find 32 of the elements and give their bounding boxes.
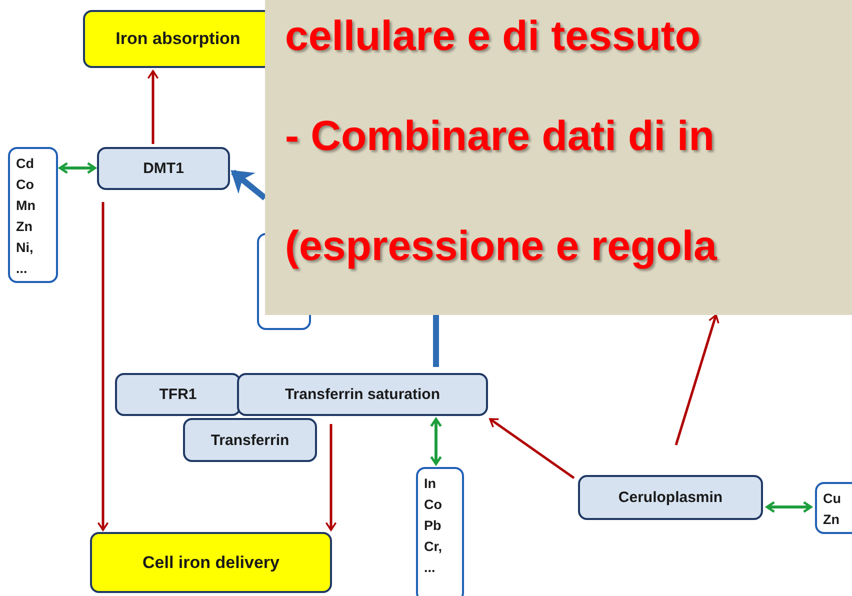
node-label: Iron absorption: [116, 29, 240, 49]
protein-box: [183, 418, 317, 462]
arrow: [147, 70, 159, 144]
node-label: Transferrin: [210, 432, 290, 448]
metal-list-box: [416, 467, 464, 596]
node-label: Cell iron delivery: [142, 552, 280, 572]
slide-overlay-panel: [265, 0, 852, 315]
arrow: [58, 162, 96, 174]
slide-text-line: (espressione e regola: [285, 222, 717, 270]
metal-list-box: [815, 482, 852, 534]
protein-box: [578, 475, 763, 520]
arrow: [97, 202, 109, 531]
slide-text-line: cellulare e di tessuto: [285, 12, 700, 60]
slide-text-line: - Combinare dati di in: [285, 112, 714, 160]
node-label: In Co Pb Cr, ...: [424, 475, 442, 577]
node-label: Cu Zn: [823, 490, 841, 529]
node-label: Ceruloplasmin: [618, 489, 723, 506]
arrow: [430, 418, 442, 466]
node-label: DMT1: [143, 160, 184, 177]
node-label: TFR1: [159, 386, 197, 403]
node-label: Transferrin saturation: [284, 386, 440, 403]
node-label: Cd Co Mn Zn Ni, ...: [16, 155, 36, 278]
outcome-box: [90, 532, 332, 593]
arrow: [230, 170, 267, 200]
parameter-box: [237, 373, 488, 416]
arrow: [489, 418, 575, 480]
arrow: [766, 501, 812, 513]
arrow: [325, 424, 337, 531]
arrow: [674, 314, 720, 446]
protein-box: [115, 373, 241, 416]
metal-list-box: [8, 147, 58, 283]
protein-box: [97, 147, 230, 190]
